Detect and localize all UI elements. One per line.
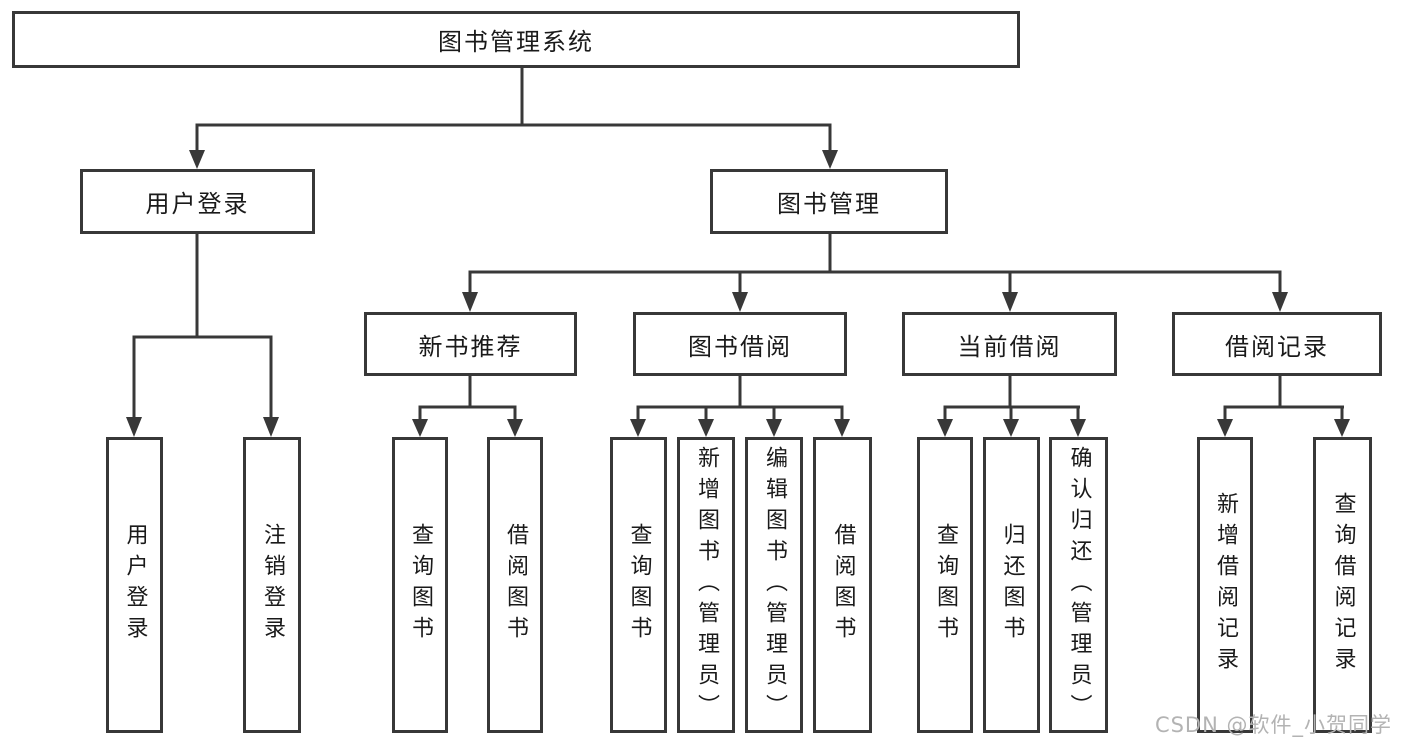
leaf-add-borrow-record: 新增借阅记录	[1197, 437, 1253, 733]
node-new-book-recommend: 新书推荐	[364, 312, 577, 376]
leaf-user-login: 用户登录	[106, 437, 163, 733]
node-label: 用户登录	[122, 523, 148, 647]
leaf-query-borrow-record: 查询借阅记录	[1313, 437, 1372, 733]
node-label: 借阅记录	[1225, 332, 1329, 361]
node-label: 注销登录	[260, 523, 285, 647]
leaf-confirm-return-admin: 确认归还（管理员）	[1049, 437, 1108, 733]
node-label: 图书管理	[777, 190, 881, 218]
node-book-borrow: 图书借阅	[633, 312, 847, 376]
leaf-query-books-recommend: 查询图书	[392, 437, 448, 733]
leaf-return-book: 归还图书	[983, 437, 1040, 733]
node-library-system: 图书管理系统	[12, 11, 1020, 68]
node-label: 当前借阅	[957, 332, 1062, 361]
node-label: 借阅图书	[830, 523, 856, 647]
node-borrow-records: 借阅记录	[1172, 312, 1382, 376]
connector-borrow-records-branch	[1217, 376, 1350, 437]
leaf-edit-book-admin: 编辑图书（管理员）	[745, 437, 803, 733]
node-label: 编辑图书（管理员）	[762, 445, 787, 725]
connector-book-borrow-branch	[630, 376, 850, 437]
node-current-borrow: 当前借阅	[902, 312, 1117, 376]
node-label: 借阅图书	[503, 523, 528, 647]
node-label: 新书推荐	[418, 332, 523, 361]
leaf-borrow-books: 借阅图书	[813, 437, 872, 733]
leaf-logout: 注销登录	[243, 437, 301, 733]
node-book-management: 图书管理	[710, 169, 948, 234]
node-label: 新增图书（管理员）	[694, 445, 719, 725]
node-label: 查询图书	[626, 523, 652, 647]
leaf-borrow-books-recommend: 借阅图书	[487, 437, 543, 733]
connector-root-to-level2	[189, 67, 838, 169]
watermark-text: CSDN @软件_小贺同学	[1154, 713, 1392, 737]
leaf-add-book-admin: 新增图书（管理员）	[677, 437, 735, 733]
node-label: 归还图书	[999, 523, 1025, 647]
connector-user-login-branch	[126, 234, 279, 437]
node-label: 查询图书	[933, 523, 958, 647]
connector-current-borrow-branch	[937, 376, 1086, 437]
node-label: 图书管理系统	[438, 28, 594, 56]
node-label: 查询借阅记录	[1330, 492, 1356, 678]
node-label: 新增借阅记录	[1213, 492, 1238, 678]
node-label: 查询图书	[408, 523, 433, 647]
node-label: 确认归还（管理员）	[1066, 445, 1092, 725]
node-label: 用户登录	[145, 190, 250, 218]
leaf-query-books-borrow: 查询图书	[610, 437, 667, 733]
connector-new-book-recommend-branch	[412, 376, 523, 437]
node-label: 图书借阅	[688, 332, 792, 361]
node-user-login: 用户登录	[80, 169, 315, 234]
leaf-query-books-current: 查询图书	[917, 437, 973, 733]
connector-book-management-branch	[462, 234, 1288, 312]
